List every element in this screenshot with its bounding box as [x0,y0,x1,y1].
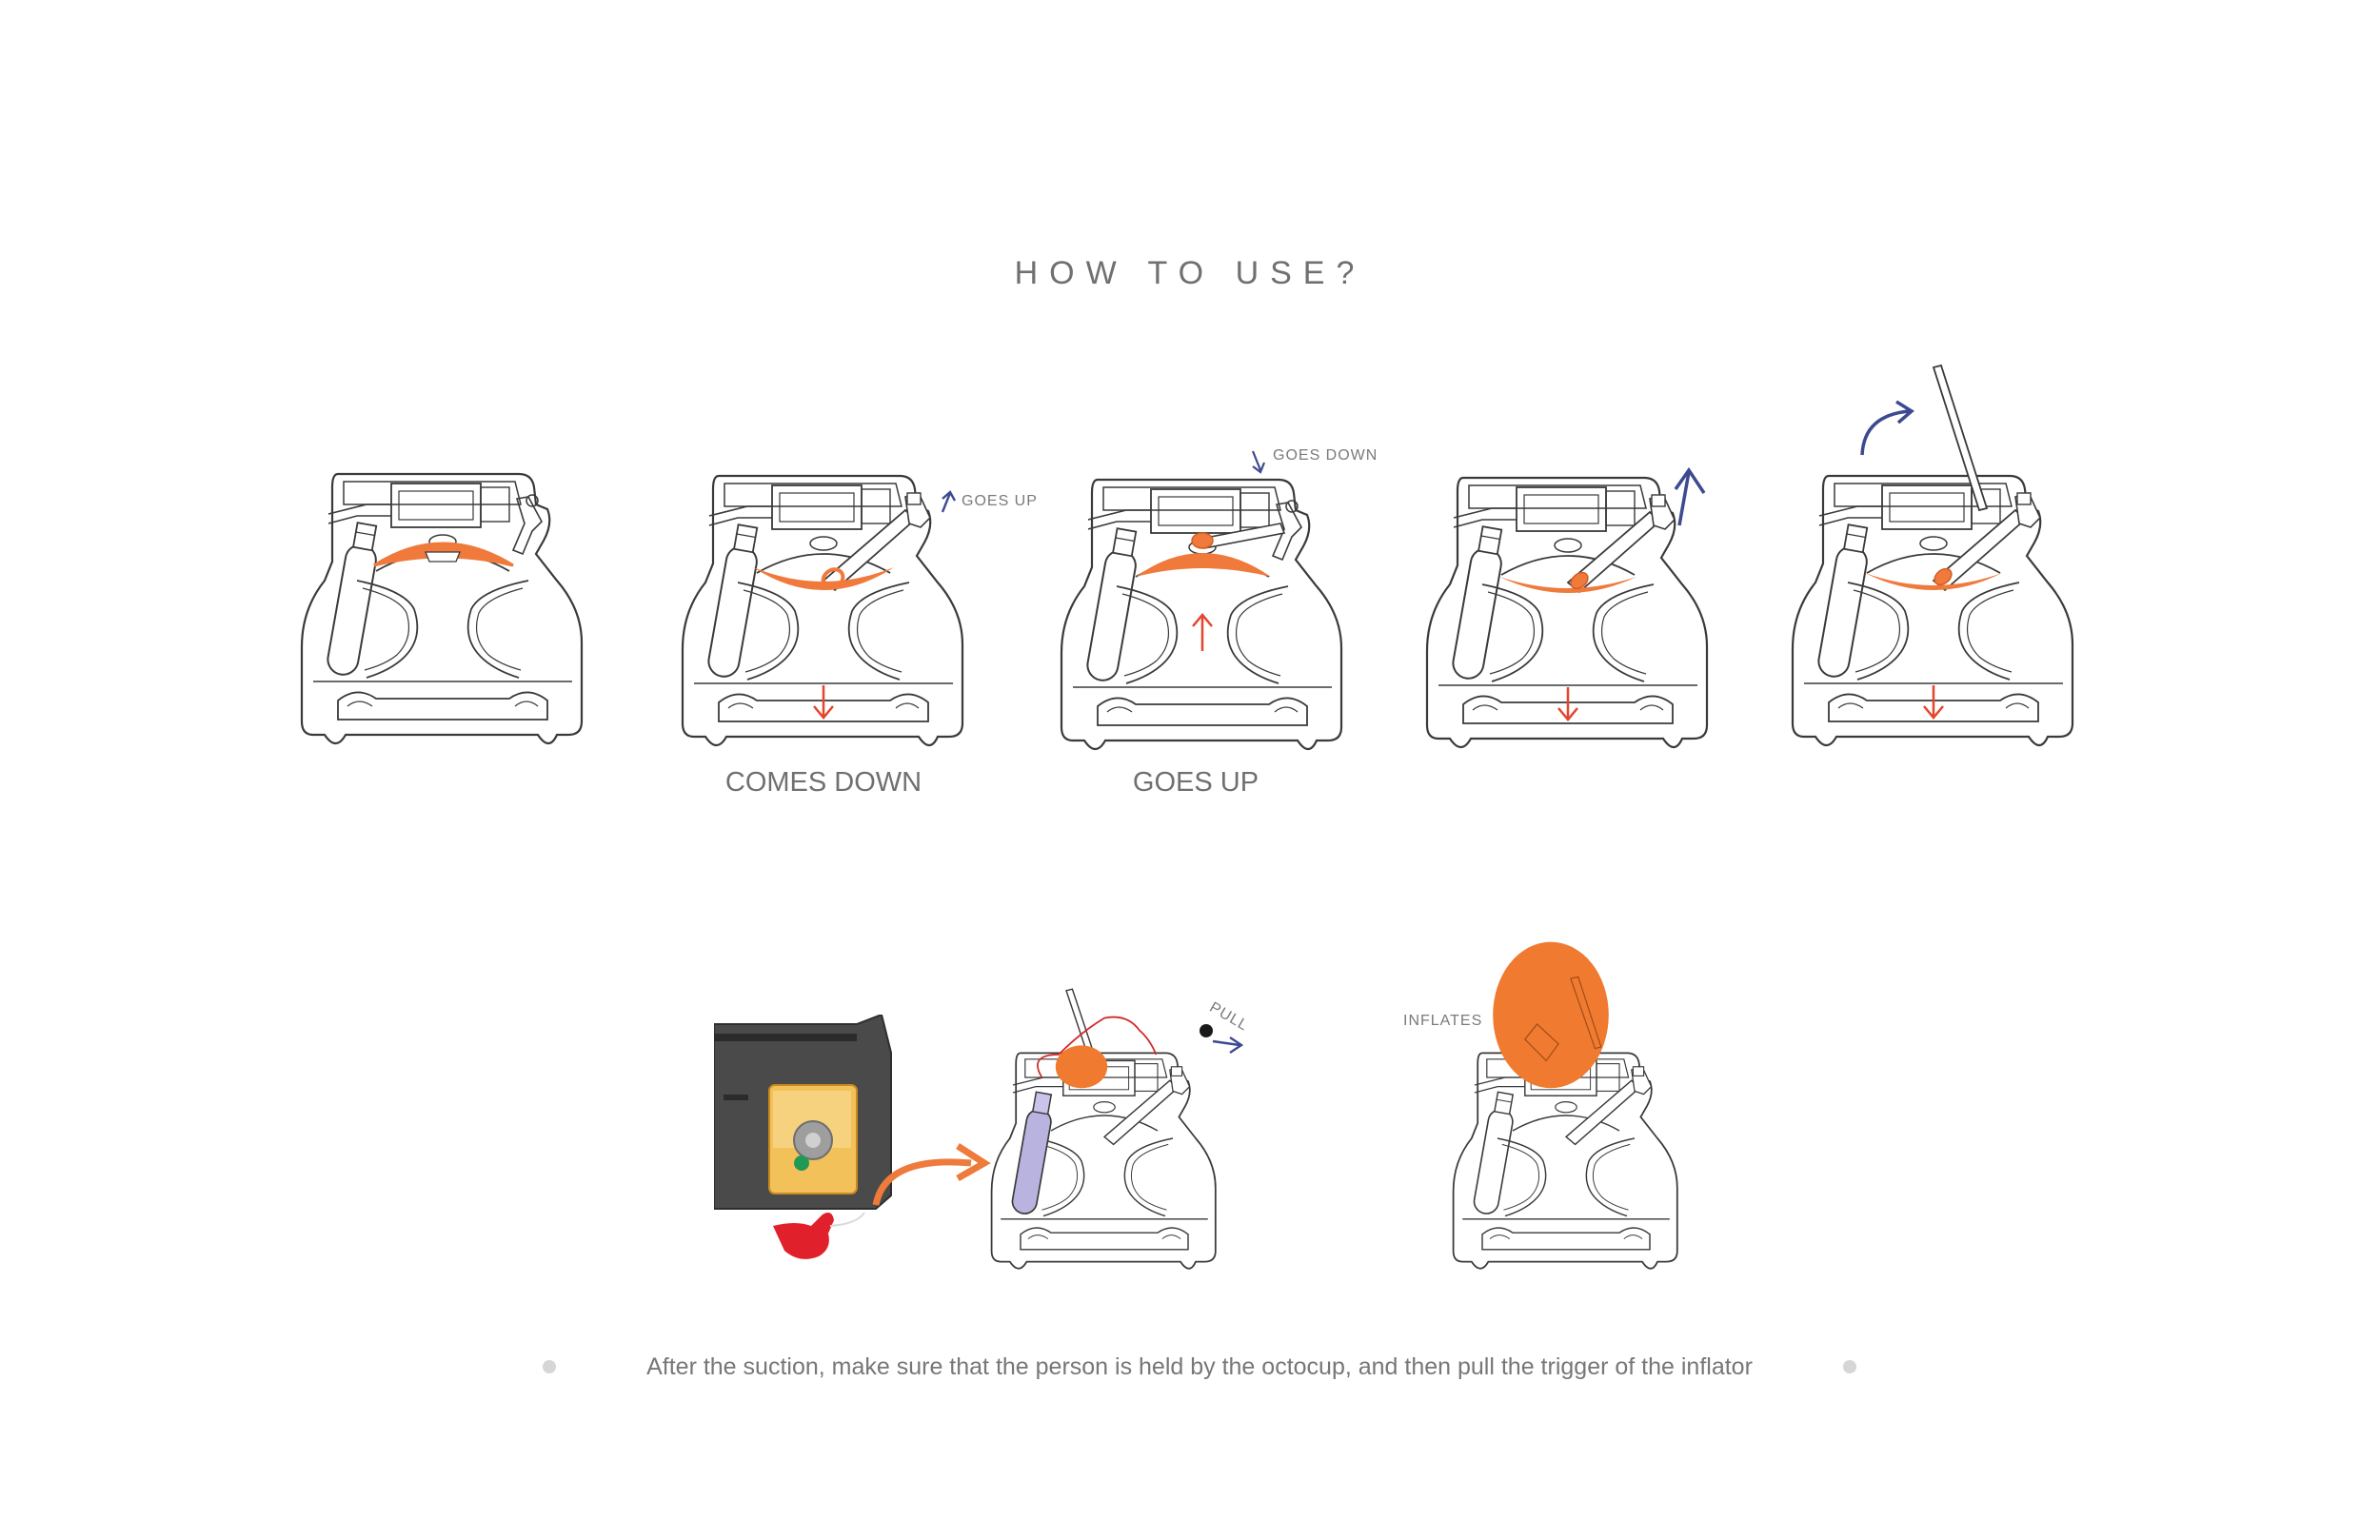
arrow-down-icon [1923,685,1944,720]
inflated-float-icon [1493,941,1609,1089]
pull-cord-icon [1037,1016,1158,1078]
curved-arrow-icon [872,1143,991,1206]
device-step-1 [300,472,584,745]
device-step-inflated [1452,941,1678,1270]
arrow-down-icon [1251,450,1266,474]
arrow-down-icon [1557,687,1578,721]
arrow-up-icon [941,490,957,513]
device-step-2 [681,474,964,747]
step-label-goes-up: GOES UP [1132,767,1259,798]
arrow-up-icon [1192,613,1213,651]
step-label-comes-down: COMES DOWN [724,767,922,798]
lifejacket-bag-icon [714,1015,892,1210]
suction-membrane-icon [1499,577,1636,593]
device-step-3 [1060,478,1343,751]
device-step-pull [990,988,1217,1270]
caption-row: After the suction, make sure that the pe… [543,1348,1856,1386]
annotation-goes-down-small: GOES DOWN [1273,447,1378,464]
suction-membrane-icon [1136,553,1271,577]
device-step-5 [1791,364,2074,747]
curved-arrow-icon [1860,400,1914,456]
page-title: HOW TO USE? [1014,255,1366,291]
suction-membrane-icon [1865,573,2002,590]
caption-text: After the suction, make sure that the pe… [646,1352,1753,1380]
bullet-dot-icon [1843,1360,1856,1373]
arrow-down-icon [813,685,834,720]
lid-icon [1932,364,1989,512]
device-step-4 [1425,476,1709,749]
trigger-handle-icon [773,1212,865,1259]
annotation-inflates: INFLATES [1403,1013,1483,1029]
annotation-goes-up-small: GOES UP [962,493,1038,509]
arrow-up-icon [1674,466,1706,526]
pull-cord-icon [1200,1024,1244,1054]
suction-membrane-icon [753,567,894,590]
bullet-dot-icon [543,1360,556,1373]
